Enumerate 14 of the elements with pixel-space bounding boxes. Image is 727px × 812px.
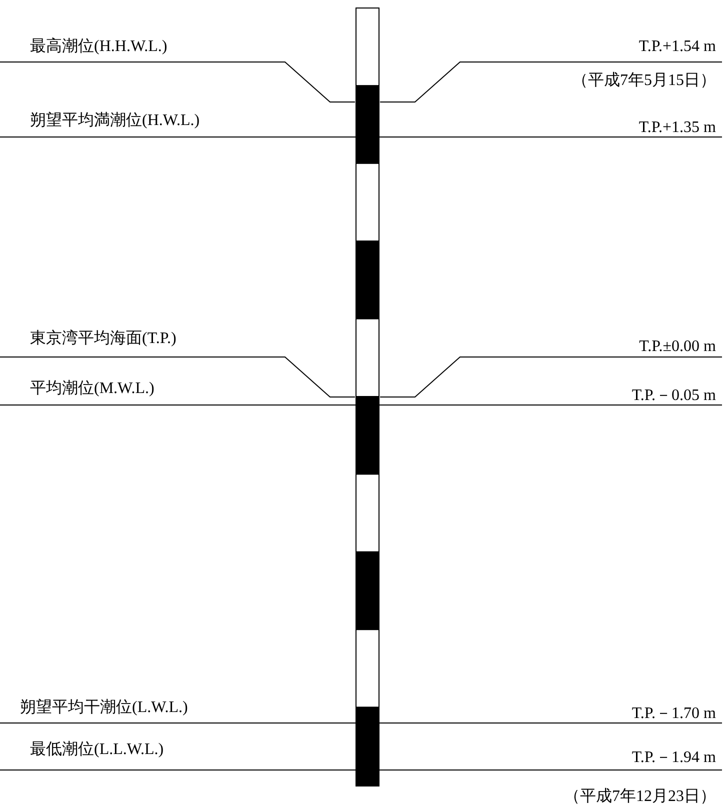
level-name: 最低潮位(L.L.W.L.) xyxy=(30,741,164,759)
level-name: 朔望平均満潮位(H.W.L.) xyxy=(30,112,200,130)
level-name: 東京湾平均海面(T.P.) xyxy=(30,330,176,348)
level-name: 平均潮位(M.W.L.) xyxy=(30,380,154,398)
level-value: T.P.+1.54 m xyxy=(638,38,716,56)
level-value: T.P.－0.05 m xyxy=(632,387,716,405)
date-note: （平成7年12月23日） xyxy=(564,788,716,806)
level-value: T.P.±0.00 m xyxy=(639,338,716,356)
level-value: T.P.－1.70 m xyxy=(632,705,716,723)
level-name: 朔望平均干潮位(L.W.L.) xyxy=(20,699,188,717)
level-value: T.P.+1.35 m xyxy=(638,119,716,137)
date-note: （平成7年5月15日） xyxy=(572,72,716,90)
level-name: 最高潮位(H.H.W.L.) xyxy=(30,38,168,56)
level-value: T.P.－1.94 m xyxy=(632,749,716,767)
